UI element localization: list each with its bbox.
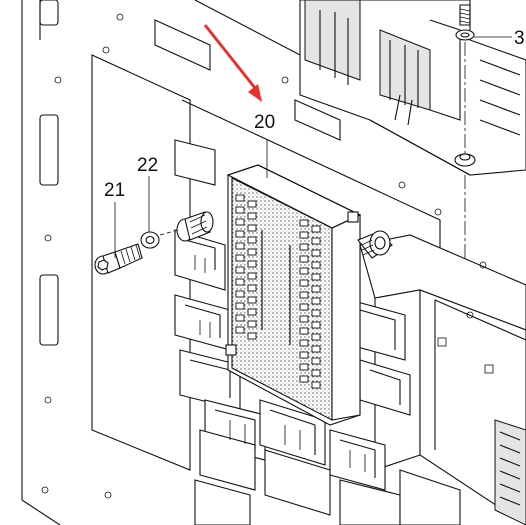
upper-relay-unit xyxy=(299,0,526,176)
connector-cluster xyxy=(174,139,461,525)
mounting-panel xyxy=(21,0,442,525)
red-pointer-arrow xyxy=(203,24,262,102)
callout-21: 21 xyxy=(104,180,126,201)
callout-3: 3 xyxy=(514,28,525,49)
right-stud xyxy=(357,230,393,259)
leader-lines xyxy=(114,140,268,258)
fuse-box xyxy=(225,164,362,426)
bolt xyxy=(94,243,143,275)
callout-22: 22 xyxy=(137,155,159,176)
washer xyxy=(140,231,160,249)
left-stud xyxy=(176,211,214,242)
callout-20: 20 xyxy=(254,112,276,133)
